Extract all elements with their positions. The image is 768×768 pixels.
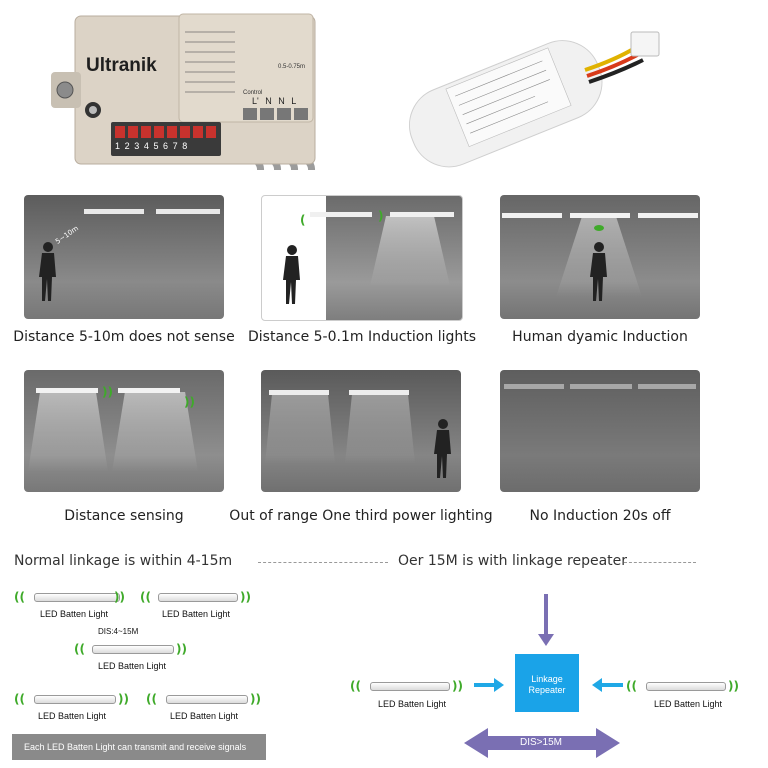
- sensor-module-image: [45, 10, 325, 183]
- panel-dynamic-induction: [500, 195, 700, 319]
- brand-label: Ultranik: [86, 55, 157, 76]
- down-arrow-icon: [544, 594, 548, 636]
- right-arrow-head: [494, 678, 504, 692]
- signal-wave-icon: ((: [146, 692, 157, 706]
- light-label: LED Batten Light: [98, 661, 167, 671]
- divider-dash: [258, 562, 388, 563]
- signal-note-banner: Each LED Batten Light can transmit and r…: [12, 734, 266, 760]
- left-arrow-icon: [601, 683, 623, 687]
- ceiling-light: [269, 390, 329, 395]
- dip-numbers: 12345678: [115, 141, 192, 151]
- signal-wave-icon: (: [300, 213, 306, 227]
- linkage-repeater-box: Linkage Repeater: [515, 654, 579, 712]
- ceiling-light: [156, 209, 220, 214]
- panel-caption: Distance 5-10m does not sense: [13, 329, 235, 345]
- person-silhouette: [434, 419, 451, 478]
- light-label: LED Batten Light: [162, 609, 231, 619]
- panel-caption: Human dyamic Induction: [512, 329, 688, 345]
- signal-note-text: Each LED Batten Light can transmit and r…: [24, 742, 247, 752]
- ceiling-light: [570, 213, 630, 218]
- panel-caption: Distance 5-0.1m Induction lights: [247, 329, 477, 345]
- signal-wave-icon: ((: [626, 679, 637, 693]
- ceiling-light: [349, 390, 409, 395]
- signal-wave-icon: ((: [350, 679, 361, 693]
- signal-wave-icon: )): [102, 385, 113, 399]
- linkage-right-title: Oer 15M is with linkage repeater: [398, 553, 628, 569]
- panel-distance-no-sense: 5~10m: [24, 195, 224, 319]
- signal-wave-icon: )): [452, 679, 463, 693]
- light-label: LED Batten Light: [40, 609, 109, 619]
- right-arrow-icon: [474, 683, 496, 687]
- distance-double-arrow: [464, 728, 620, 758]
- signal-wave-icon: )): [176, 642, 187, 656]
- signal-wave-icon: )): [728, 679, 739, 693]
- ceiling-light: [310, 212, 372, 217]
- control-label: Control: [243, 90, 263, 96]
- terminal-labels: L' N N L: [252, 96, 297, 106]
- signal-wave-icon: )): [240, 590, 251, 604]
- ceiling-light: [118, 388, 180, 393]
- signal-wave-icon: ((: [14, 590, 25, 604]
- ceiling-light: [638, 213, 698, 218]
- panel-caption: Distance sensing: [64, 508, 184, 524]
- ceiling-light: [390, 212, 454, 217]
- signal-wave-icon: ((: [74, 642, 85, 656]
- light-beam: [370, 216, 450, 286]
- signal-wave-icon: ((: [14, 692, 25, 706]
- ceiling-light: [36, 388, 98, 393]
- light-label: LED Batten Light: [38, 711, 107, 721]
- led-batten-light: [34, 695, 116, 704]
- signal-wave-icon: )): [184, 395, 195, 409]
- panel-no-induction: [500, 370, 700, 492]
- divider-dash: [624, 562, 696, 563]
- led-batten-light: [166, 695, 248, 704]
- person-silhouette: [283, 245, 300, 304]
- light-label: LED Batten Light: [170, 711, 239, 721]
- panel-induction-lights: ( ): [261, 195, 463, 321]
- light-beam: [112, 392, 198, 472]
- linkage-left-title: Normal linkage is within 4-15m: [14, 553, 233, 569]
- light-label: LED Batten Light: [654, 699, 723, 709]
- signal-wave-icon: [594, 225, 604, 231]
- signal-wave-icon: ((: [140, 590, 151, 604]
- ceiling-light: [504, 384, 564, 389]
- light-beam: [345, 394, 415, 464]
- signal-wave-icon: )): [250, 692, 261, 706]
- battery-pack-image: [395, 10, 675, 170]
- panel-distance-sensing: )) )): [24, 370, 224, 492]
- signal-wave-icon: ): [378, 209, 384, 223]
- light-beam: [28, 392, 108, 472]
- angle-label: 0.5-0.75m: [278, 64, 306, 70]
- left-arrow-head: [592, 678, 602, 692]
- down-arrow-head: [538, 634, 554, 646]
- panel-caption: No Induction 20s off: [529, 508, 671, 524]
- signal-wave-icon: )): [114, 590, 125, 604]
- light-beam: [265, 394, 335, 464]
- panel-caption: Out of range One third power lighting: [229, 508, 493, 524]
- signal-wave-icon: )): [118, 692, 129, 706]
- panel-out-of-range: [261, 370, 461, 492]
- repeater-label: Linkage Repeater: [528, 674, 566, 695]
- led-batten-light: [370, 682, 450, 691]
- led-batten-light: [92, 645, 174, 654]
- ceiling-light: [84, 209, 144, 214]
- person-silhouette: [39, 242, 56, 301]
- light-label: LED Batten Light: [378, 699, 447, 709]
- ceiling-light: [570, 384, 632, 389]
- led-batten-light: [34, 593, 120, 602]
- distance-label: DIS>15M: [520, 737, 562, 748]
- distance-label: DIS:4~15M: [98, 627, 139, 636]
- person-silhouette: [590, 242, 607, 301]
- ceiling-light: [502, 213, 562, 218]
- ceiling-light: [638, 384, 696, 389]
- led-batten-light: [646, 682, 726, 691]
- led-batten-light: [158, 593, 238, 602]
